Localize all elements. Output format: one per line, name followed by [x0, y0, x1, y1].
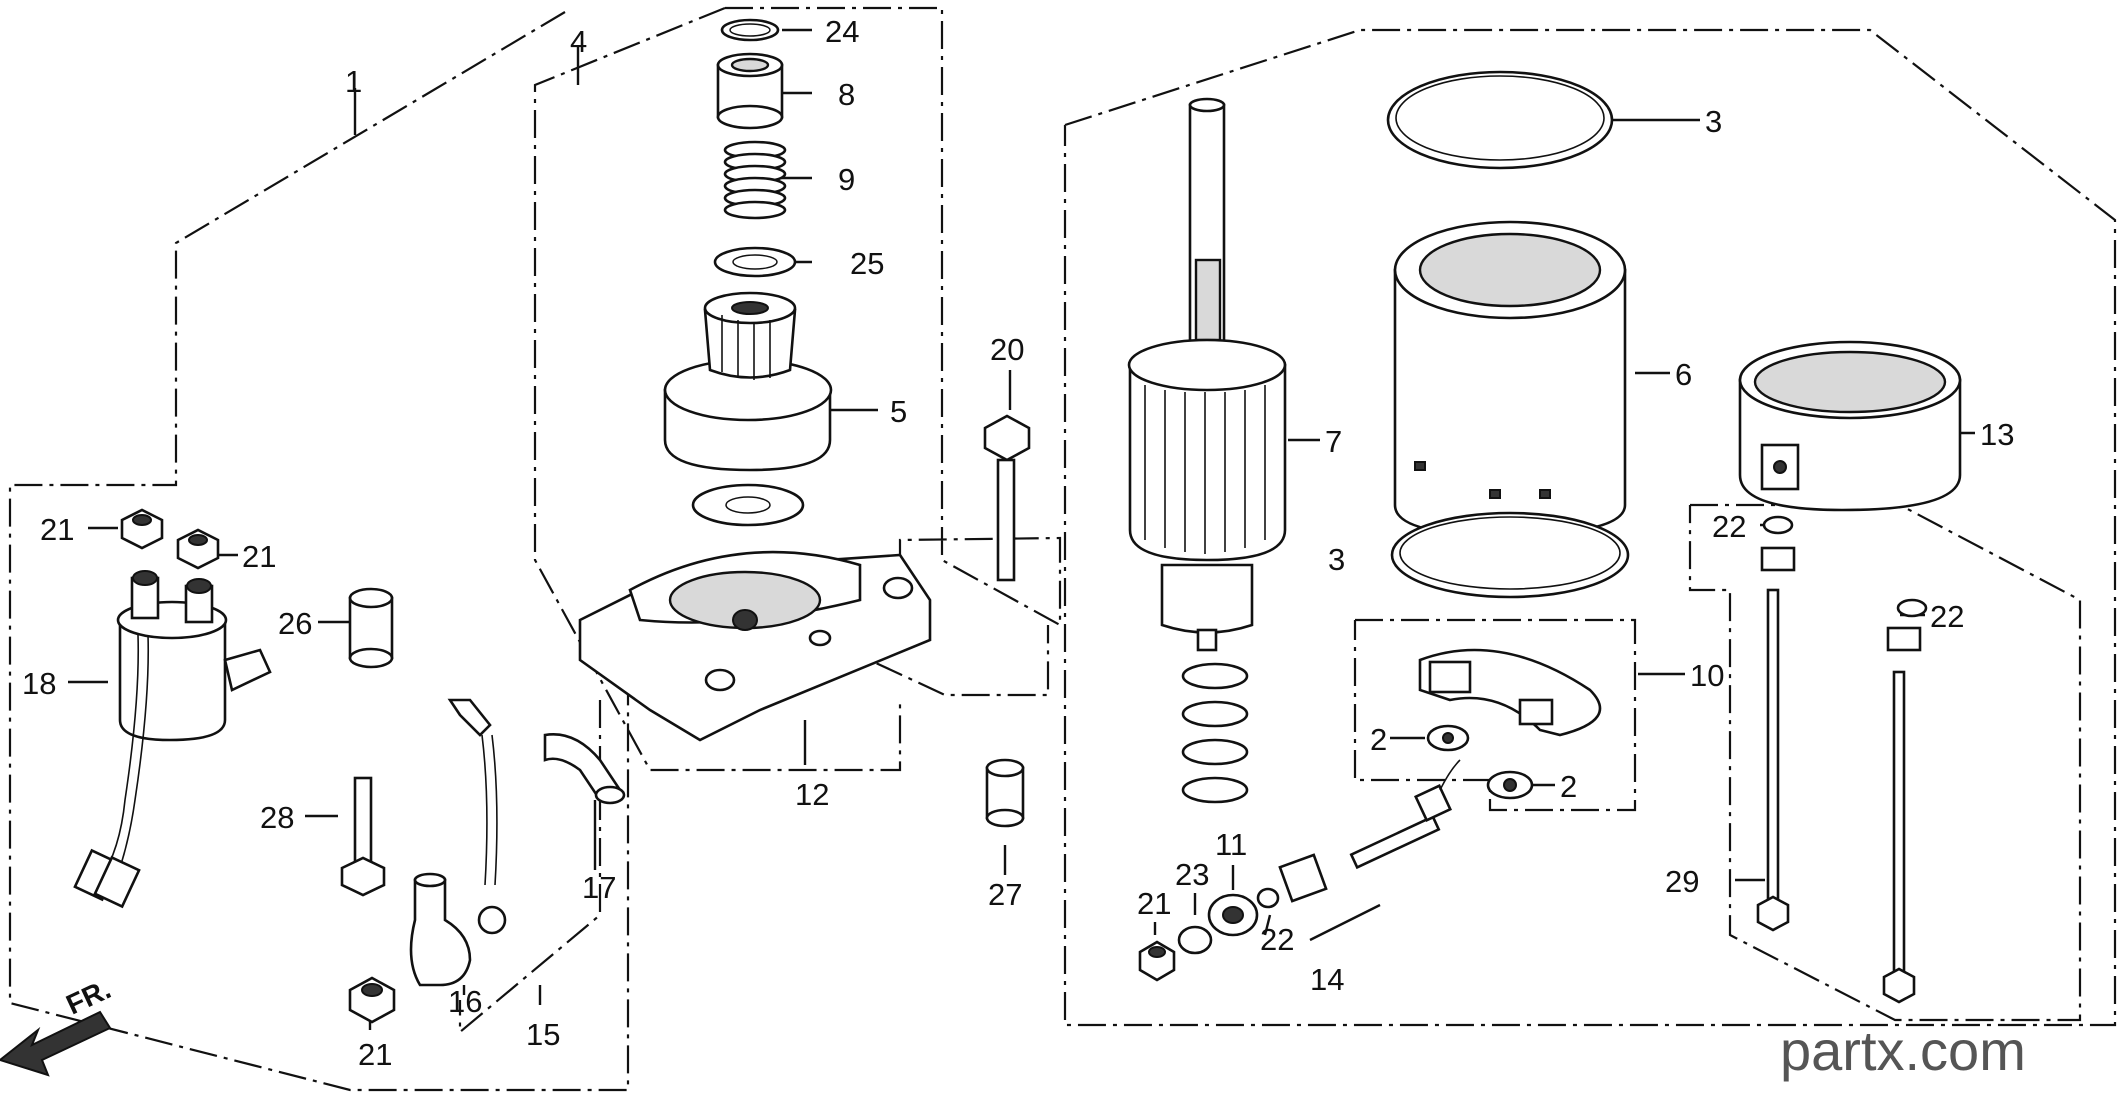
o-ring-bottom-3: [1390, 511, 1630, 599]
terminal-bolt-14: [1278, 759, 1461, 903]
nut-top-left: [120, 508, 164, 550]
front-direction-arrow: FR.: [0, 973, 115, 1077]
callout-15: 15: [526, 1017, 560, 1052]
callout-14: 14: [1310, 962, 1344, 997]
callout-23: 23: [1175, 857, 1209, 892]
pinion-clutch-5: [663, 291, 833, 472]
callout-6: 6: [1675, 357, 1692, 392]
callout-25: 25: [850, 246, 884, 281]
terminal-cap-16: [409, 872, 472, 987]
through-bolt-right: [1882, 598, 1928, 1004]
brush-holder-10: [1418, 648, 1602, 737]
callout-22-a: 22: [1712, 509, 1746, 544]
callout-7: 7: [1325, 424, 1342, 459]
callout-26: 26: [278, 606, 312, 641]
callout-18: 18: [22, 666, 56, 701]
boot-17: [543, 733, 626, 805]
callout-16: 16: [448, 984, 482, 1019]
collar-26: [348, 587, 394, 669]
group-outline-29: [1688, 503, 2082, 1022]
callout-21-a: 21: [40, 512, 74, 547]
o-ring-top-3: [1386, 70, 1614, 170]
callout-27: 27: [988, 877, 1022, 912]
callout-22-c: 22: [1260, 922, 1294, 957]
callout-labels: 1 4 24 8 9 25 5 20 12 26 18 21 21 28 17 …: [22, 14, 2014, 1072]
callout-12: 12: [795, 777, 829, 812]
group-outline-10: [1353, 618, 1637, 812]
group-outline-15: [458, 700, 602, 1035]
front-housing-12: [578, 550, 932, 742]
callout-4: 4: [570, 24, 587, 59]
callout-2-b: 2: [1560, 769, 1577, 804]
solenoid: [73, 570, 272, 909]
watermark-text: partx.com: [1780, 1019, 2026, 1082]
callout-1: 1: [345, 64, 362, 99]
nut-top-right: [176, 528, 220, 570]
callout-29: 29: [1665, 864, 1699, 899]
through-bolt-left: [1756, 515, 1796, 932]
callout-11: 11: [1215, 827, 1247, 862]
nut-21-right: [1138, 940, 1176, 982]
washer-22-center: [1256, 887, 1280, 909]
collar-27: [985, 758, 1025, 828]
front-direction-label: FR.: [61, 973, 115, 1020]
callout-3-top: 3: [1705, 104, 1722, 139]
nut-bottom: [348, 976, 396, 1024]
washer-25: [713, 246, 797, 278]
bolt-20: [983, 414, 1031, 582]
armature-7: [1127, 97, 1287, 652]
callout-17: 17: [582, 870, 616, 905]
callout-2-a: 2: [1370, 722, 1387, 757]
callout-21-c: 21: [358, 1037, 392, 1072]
callout-8: 8: [838, 77, 855, 112]
callout-3-bottom: 3: [1328, 542, 1345, 577]
callout-10: 10: [1690, 658, 1724, 693]
group-outline-1: [8, 11, 1050, 1092]
yoke-6: [1393, 220, 1627, 537]
callout-21-d: 21: [1137, 886, 1171, 921]
washer-23: [1177, 925, 1213, 955]
callout-9: 9: [838, 162, 855, 197]
bolt-28: [340, 776, 386, 897]
callout-24: 24: [825, 14, 859, 49]
brush-2-upper: [1426, 724, 1470, 752]
callout-28: 28: [260, 800, 294, 835]
rear-cover-13: [1738, 340, 1962, 512]
cable-15: [447, 698, 507, 935]
stop-collar-8: [716, 52, 784, 130]
group-outline-7: [1063, 28, 2117, 1027]
group-outline-4: [725, 6, 1062, 627]
callout-21-b: 21: [242, 539, 276, 574]
insulator-11: [1207, 893, 1259, 937]
thrust-washer: [691, 483, 805, 527]
callout-13: 13: [1980, 417, 2014, 452]
callout-20: 20: [990, 332, 1024, 367]
brush-2-lower: [1486, 770, 1534, 800]
callout-5: 5: [890, 394, 907, 429]
snap-ring-24: [720, 18, 780, 42]
callout-22-b: 22: [1930, 599, 1964, 634]
spring-9: [723, 140, 787, 220]
armature-washers: [1181, 662, 1249, 804]
